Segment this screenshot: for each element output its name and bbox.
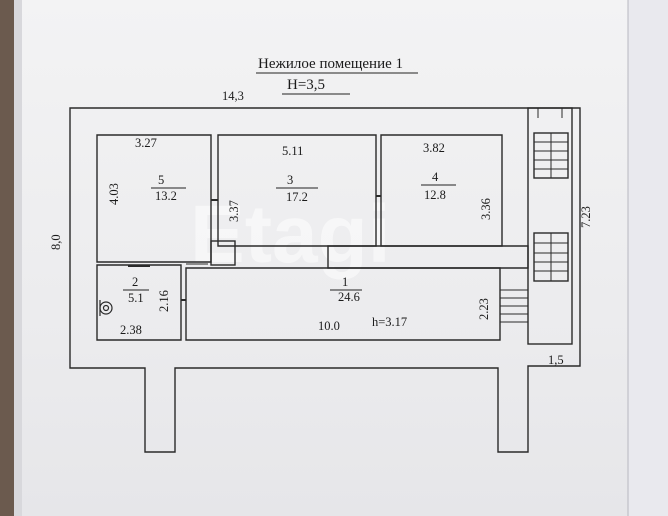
svg-text:13.2: 13.2 xyxy=(155,189,177,203)
room-3-label: 3 17.2 xyxy=(276,173,318,204)
room-1-label: 1 24.6 xyxy=(330,275,362,304)
paper-right-margin xyxy=(628,0,668,516)
svg-text:1: 1 xyxy=(342,275,348,289)
stairwell xyxy=(527,107,573,345)
room5-width-label: 3.27 xyxy=(135,136,157,150)
svg-text:24.6: 24.6 xyxy=(338,290,360,304)
hall-height-label: h=3.17 xyxy=(372,315,407,329)
svg-text:3: 3 xyxy=(287,173,293,187)
svg-text:4: 4 xyxy=(432,170,439,184)
svg-text:17.2: 17.2 xyxy=(286,190,308,204)
stair-width-label: 1,5 xyxy=(548,353,564,367)
room1-depth-label: 2.23 xyxy=(477,298,491,320)
svg-text:12.8: 12.8 xyxy=(424,188,446,202)
room3-width-label: 5.11 xyxy=(282,144,303,158)
room2-width-label: 2.38 xyxy=(120,323,142,337)
overall-depth-label: 8,0 xyxy=(49,234,63,250)
room4-width-label: 3.82 xyxy=(423,141,445,155)
svg-text:5.1: 5.1 xyxy=(128,291,144,305)
room-2-label: 2 5.1 xyxy=(123,275,149,305)
overall-width-label: 14,3 xyxy=(222,89,244,103)
room-5-label: 5 13.2 xyxy=(151,173,186,203)
room-1-outline xyxy=(185,267,501,341)
room1-width-label: 10.0 xyxy=(318,319,340,333)
svg-text:5: 5 xyxy=(158,173,164,187)
plan-title: Нежилое помещение 1 xyxy=(258,56,403,72)
room3-depth-label: 3.37 xyxy=(227,200,241,222)
column xyxy=(210,240,236,266)
svg-text:2: 2 xyxy=(132,275,138,289)
paper-sheet xyxy=(14,0,668,516)
ceiling-height-label: H=3,5 xyxy=(287,77,325,93)
paper-edge xyxy=(14,0,22,516)
room2-depth-label: 2.16 xyxy=(157,290,171,312)
outer-wall-outline xyxy=(69,107,581,453)
room-2-outline xyxy=(96,264,182,341)
room-4-label: 4 12.8 xyxy=(421,170,456,202)
stair-length-label: 7.23 xyxy=(579,206,593,228)
room4-depth-label: 3.36 xyxy=(479,198,493,220)
room5-depth-label: 4.03 xyxy=(107,183,121,205)
toilet-icon xyxy=(99,300,113,316)
